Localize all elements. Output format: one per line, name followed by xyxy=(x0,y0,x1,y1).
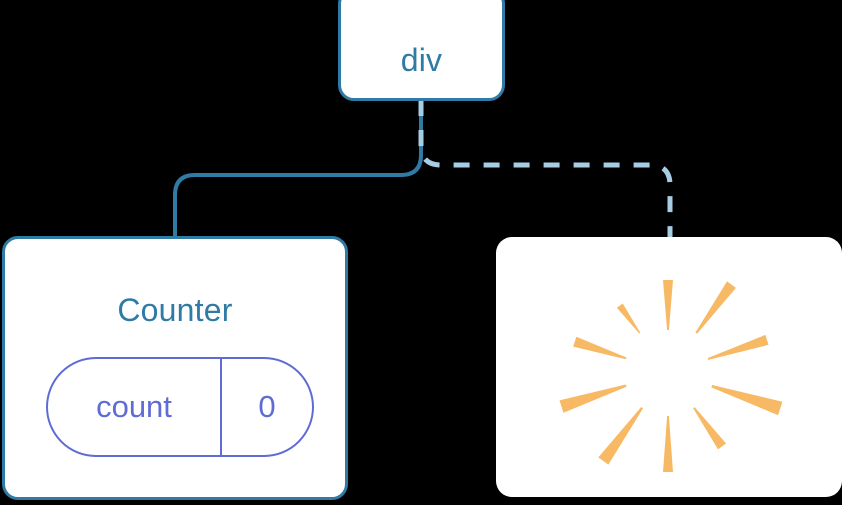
state-pill[interactable]: count 0 xyxy=(46,357,314,457)
state-key: count xyxy=(48,359,222,455)
burst-ray-1 xyxy=(663,280,673,330)
burst-ray-2 xyxy=(695,281,736,334)
burst-ray-7 xyxy=(598,406,644,465)
edge-div-to-burst xyxy=(418,100,673,237)
burst-ray-9 xyxy=(573,336,627,360)
node-render-burst[interactable] xyxy=(496,237,842,497)
state-value: 0 xyxy=(258,389,276,424)
burst-ray-5 xyxy=(693,407,727,450)
node-counter-label: Counter xyxy=(117,292,233,328)
burst-ray-3 xyxy=(707,334,769,360)
burst-ray-8 xyxy=(559,384,627,413)
edge-div-to-counter xyxy=(173,98,423,238)
burst-ray-4 xyxy=(711,385,783,416)
starburst-icon xyxy=(559,280,783,472)
node-counter[interactable]: Counter count 0 xyxy=(2,236,348,500)
node-div-label: div xyxy=(400,42,443,78)
burst-ray-10 xyxy=(616,303,641,334)
node-div[interactable]: div xyxy=(338,0,505,101)
burst-ray-6 xyxy=(663,416,673,472)
